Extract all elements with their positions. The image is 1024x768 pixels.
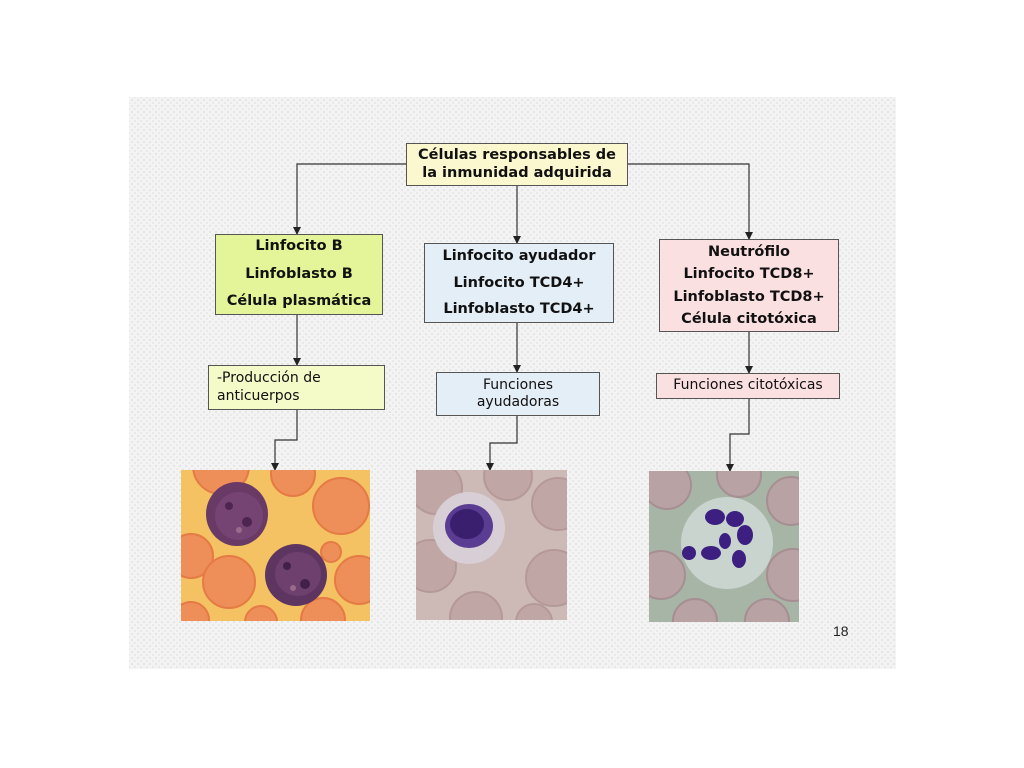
root-line-1: Células responsables de [418,147,616,164]
function-antibody-production: -Producción de anticuerpos [208,365,385,410]
neutrophil-micrograph-image [649,471,799,622]
node-line: Linfoblasto TCD4+ [443,301,595,318]
connector-function-to-image-1 [271,410,298,471]
node-helper-cells: Linfocito ayudador Linfocito TCD4+ Linfo… [424,243,614,323]
node-line: Linfocito B [255,238,343,255]
function-line: ayudadoras [476,394,560,410]
root-node: Células responsables de la inmunidad adq… [406,143,628,186]
connector-function-to-image-3 [726,399,750,472]
page-number: 18 [833,623,849,639]
connector-root-to-b-cells [293,163,406,235]
node-b-cells: Linfocito B Linfoblasto B Célula plasmát… [215,234,383,315]
node-line: Neutrófilo [707,243,790,260]
function-line: -Producción de [217,370,321,386]
node-cytotoxic-cells: Neutrófilo Linfocito TCD8+ Linfoblasto T… [659,239,839,332]
node-line: Linfoblasto B [245,265,353,282]
root-line-2: la inmunidad adquirida [422,164,612,181]
node-line: Célula plasmática [226,293,372,310]
b-lymphocyte-micrograph-image [181,470,370,621]
node-line: Linfocito TCD4+ [453,274,585,291]
node-line: Linfocito ayudador [442,247,596,264]
function-line: Funciones [483,376,553,393]
function-helper: Funciones ayudadoras [436,372,600,416]
node-line: Linfoblasto TCD8+ [673,288,825,305]
connector-function-to-image-2 [486,416,518,471]
helper-lymphocyte-micrograph-image [416,470,567,620]
node-line: Linfocito TCD8+ [683,266,815,283]
connector-root-to-cytotoxic-cells [628,163,753,240]
slide: Células responsables de la inmunidad adq… [129,97,896,669]
node-line: Célula citotóxica [681,310,817,327]
connector-lines [271,163,753,472]
function-line: anticuerpos [217,387,300,404]
function-line: Funciones citotóxicas [673,377,823,394]
function-cytotoxic: Funciones citotóxicas [656,373,840,399]
